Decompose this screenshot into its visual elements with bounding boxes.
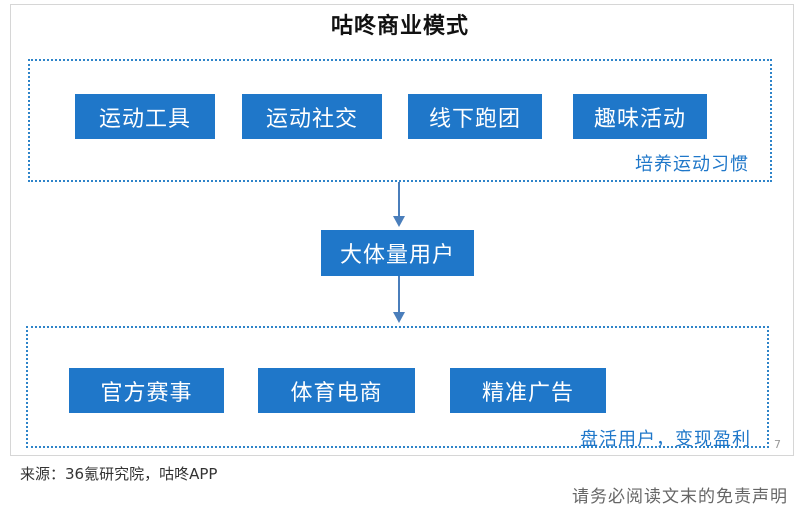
box-sports-social: 运动社交 [242,94,382,139]
source-note: 来源：36氪研究院，咕咚APP [20,465,218,483]
top-group-note: 培养运动习惯 [635,154,749,175]
box-sports-ecommerce: 体育电商 [258,368,415,413]
diagram-title: 咕咚商业模式 [330,14,469,39]
box-precision-ads: 精准广告 [450,368,606,413]
top-group-container [28,59,772,182]
disclaimer-watermark: 请务必阅读文末的免责声明 [572,487,788,507]
box-fun-activities: 趣味活动 [573,94,707,139]
arrow-down-2-icon [393,312,405,323]
box-large-user-base: 大体量用户 [321,230,474,276]
slide-frame [10,4,794,456]
arrow-down-1-icon [393,216,405,227]
bottom-group-note: 盘活用户，变现盈利 [580,429,751,450]
page-number: 7 [774,438,781,451]
box-offline-running-groups: 线下跑团 [408,94,542,139]
bottom-group-container [26,326,769,448]
arrow-down-2-line [398,276,400,314]
arrow-down-1-line [398,182,400,218]
box-official-events: 官方赛事 [69,368,224,413]
box-sports-tools: 运动工具 [75,94,215,139]
